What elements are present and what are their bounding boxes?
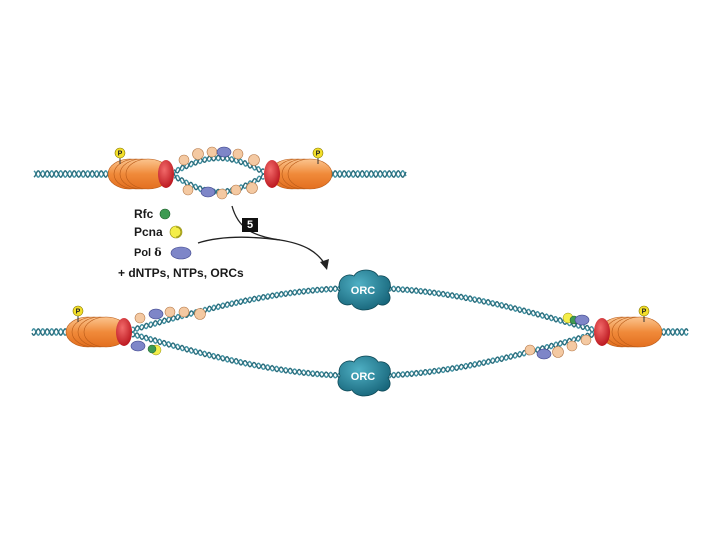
top-right-red-clamp	[264, 160, 280, 188]
orc-label: ORC	[351, 285, 376, 297]
nucleosome	[248, 154, 260, 166]
nucleosome	[192, 148, 204, 160]
pol-delta	[148, 308, 164, 320]
nucleosome	[524, 344, 536, 356]
pol-symbol: δ	[154, 246, 162, 259]
bottom-left-phospho-marker: P	[72, 305, 84, 322]
pol-delta	[200, 186, 216, 198]
orc-label: ORC	[351, 371, 376, 383]
dna-strand	[31, 327, 71, 337]
top-bubble-proteins	[178, 146, 260, 200]
nucleosome	[134, 312, 146, 324]
bottom-left-helicase	[65, 316, 129, 348]
bottom-right-phospho-marker: P	[638, 305, 650, 322]
nucleosome	[164, 306, 176, 318]
substrates-label: + dNTPs, NTPs, ORCs	[118, 266, 244, 280]
orc-lower: ORC	[337, 355, 391, 397]
nucleosome	[246, 182, 258, 194]
dna-strand	[659, 328, 689, 337]
orc-upper: ORC	[337, 269, 391, 311]
pol-prefix: Pol	[134, 247, 152, 259]
top-dna-right	[329, 169, 407, 179]
top-right-phospho-marker: P	[312, 147, 324, 164]
nucleosome	[206, 146, 218, 158]
nucleosome	[580, 334, 592, 346]
top-left-phospho-marker: P	[114, 147, 126, 164]
nucleosome	[178, 154, 190, 166]
dna-strand	[329, 169, 407, 179]
rfc	[147, 344, 157, 354]
bottom-bubble-proteins	[130, 306, 592, 360]
step-number-badge: 5	[242, 218, 258, 232]
phospho-label: P	[76, 309, 81, 316]
nucleosome	[232, 148, 244, 160]
pol-delta-icon	[170, 246, 192, 260]
pol-delta	[216, 146, 232, 158]
nucleosome	[552, 346, 564, 358]
nucleosome	[216, 188, 228, 200]
dna-strand	[31, 327, 71, 337]
phospho-label: P	[118, 151, 123, 158]
nucleosome	[566, 340, 578, 352]
pol-delta	[536, 348, 552, 360]
top-right-helicase	[269, 158, 333, 190]
nucleosome	[230, 184, 242, 196]
rfc-icon	[159, 208, 171, 220]
top-dna-left	[33, 169, 113, 179]
dna-strand	[33, 169, 113, 179]
nucleosome	[194, 308, 206, 320]
pcna-icon	[169, 225, 183, 239]
pol-delta-label: Pol δ	[134, 246, 162, 259]
step-arrow	[231, 205, 327, 267]
dna-strand	[659, 327, 689, 336]
phospho-label: P	[316, 151, 321, 158]
top-left-helicase	[107, 158, 171, 190]
bottom-dna-left	[31, 327, 71, 337]
step-arrow-head	[320, 259, 329, 270]
bottom-left-red-clamp	[116, 318, 132, 346]
bottom-right-red-clamp	[594, 318, 610, 346]
bottom-right-helicase	[599, 316, 663, 348]
pol-delta	[574, 314, 590, 326]
top-left-red-clamp	[158, 160, 174, 188]
dna-strand	[329, 169, 407, 179]
nucleosome	[182, 184, 194, 196]
nucleosome	[178, 306, 190, 318]
phospho-label: P	[642, 309, 647, 316]
bottom-dna-right	[659, 327, 689, 337]
pcna-label: Pcna	[134, 225, 163, 239]
step-arrow-branch	[197, 236, 281, 244]
rfc-label: Rfc	[134, 207, 154, 221]
pol-delta	[130, 340, 146, 352]
